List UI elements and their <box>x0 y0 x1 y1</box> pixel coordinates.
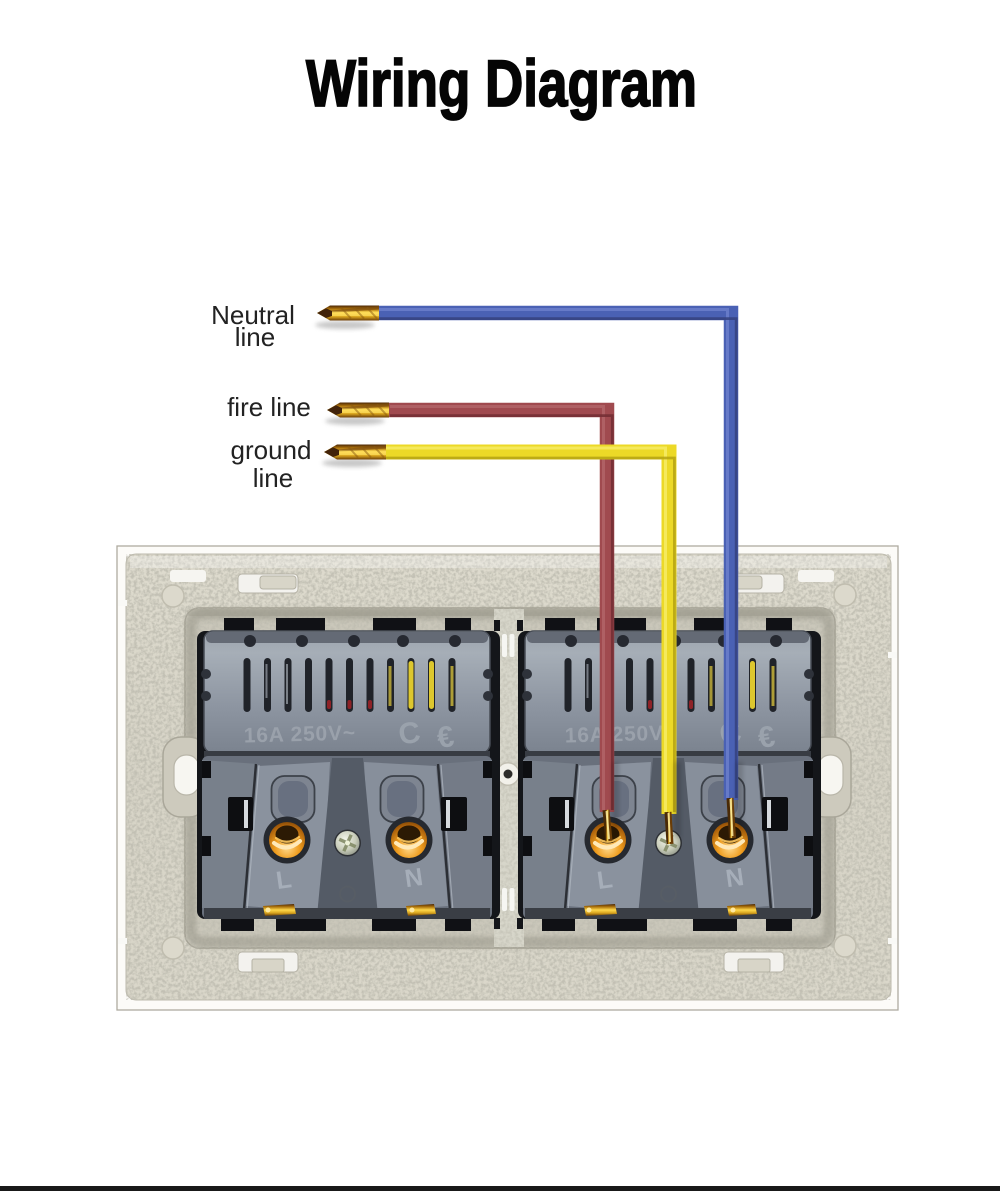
svg-text:L: L <box>274 865 293 895</box>
svg-text:C: C <box>396 716 423 752</box>
svg-text:Wiring Diagram: Wiring Diagram <box>306 46 697 120</box>
svg-text:16A 250V~: 16A 250V~ <box>244 722 357 748</box>
svg-text:ground: ground <box>231 435 312 465</box>
svg-text:N: N <box>403 863 425 893</box>
svg-text:line: line <box>253 463 293 493</box>
svg-text:line: line <box>235 322 275 352</box>
svg-text:€: € <box>435 720 457 755</box>
svg-text:Neutral: Neutral <box>211 300 295 330</box>
svg-text:fire line: fire line <box>227 392 311 422</box>
